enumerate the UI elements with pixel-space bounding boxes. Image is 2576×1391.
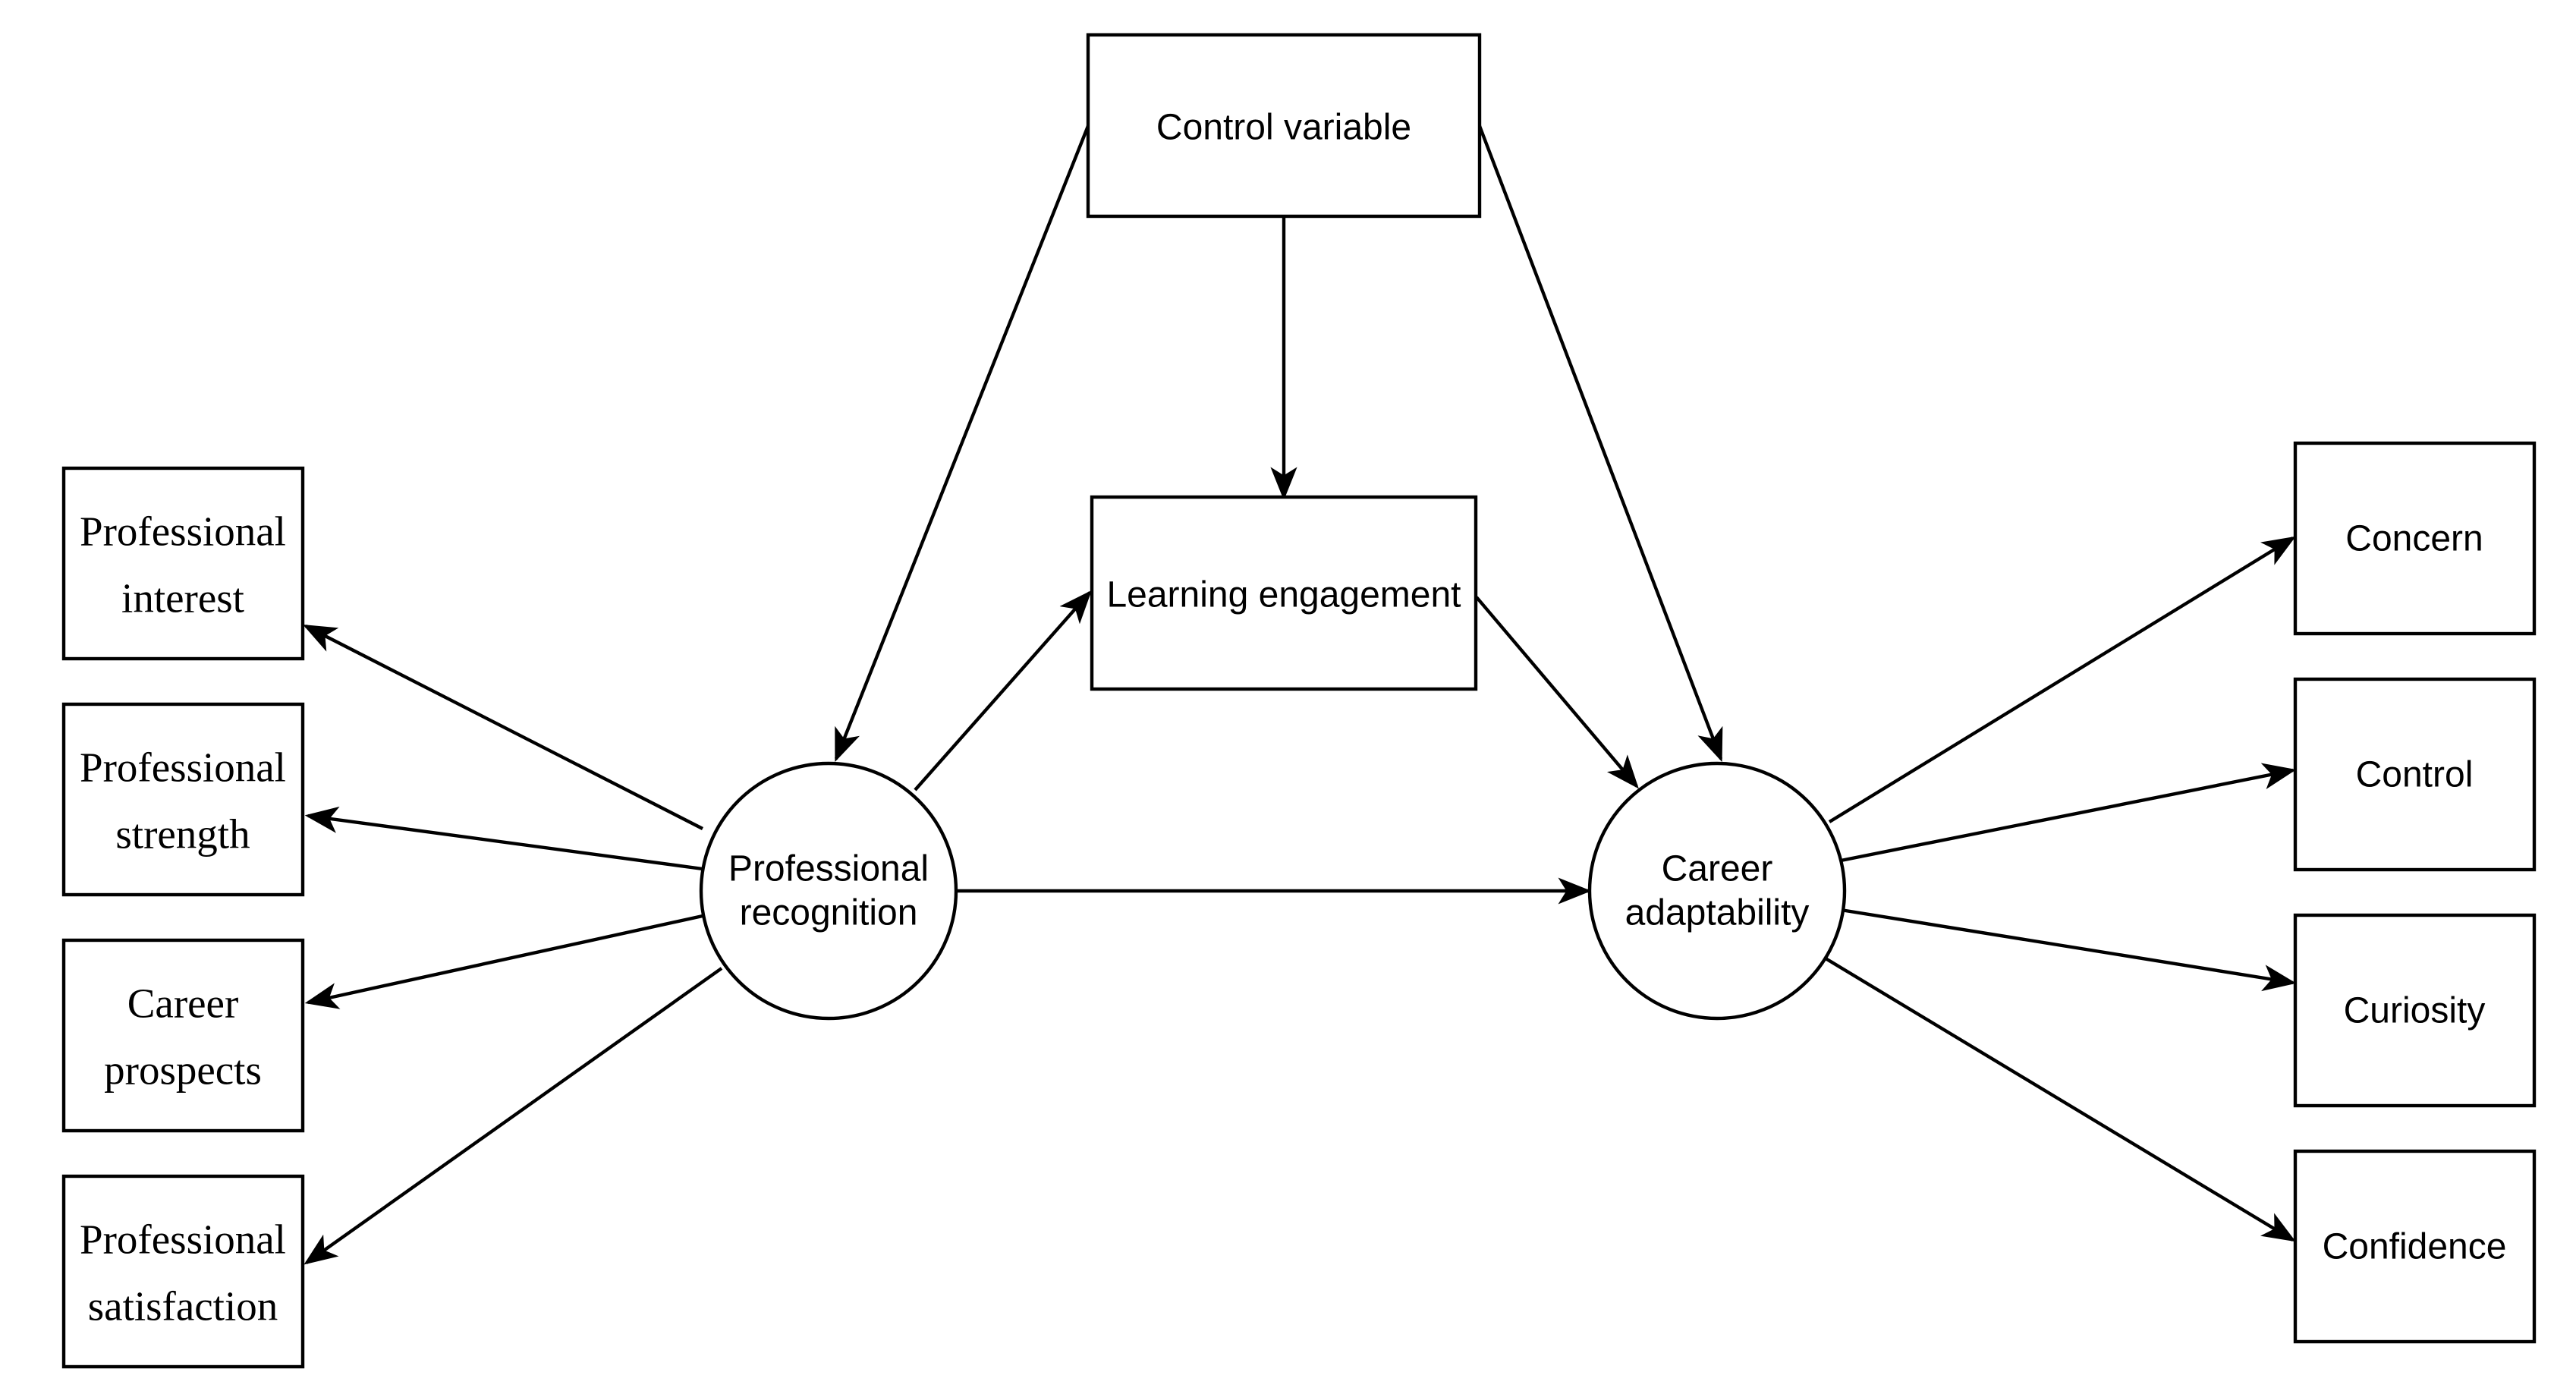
career-prospects-label-line1: Career	[127, 980, 239, 1027]
edge-career-adaptability-to-curiosity	[1840, 908, 2297, 992]
control-variable-label: Control variable	[1156, 108, 1411, 148]
edge-professional-recognition-to-career-prospects	[304, 914, 703, 1009]
edges	[303, 125, 2297, 1265]
node-career-prospects: Career prospects	[61, 938, 305, 1133]
career-adaptability-label-line2: adaptability	[1625, 893, 1810, 933]
edge-learning-engagement-to-career-adaptability	[1475, 596, 1639, 789]
curiosity-label: Curiosity	[2344, 991, 2486, 1031]
edge-control-variable-to-professional-recognition	[834, 125, 1090, 763]
node-professional-strength: Professional strength	[61, 702, 305, 897]
node-concern: Concern	[2293, 441, 2537, 636]
edge-professional-recognition-to-professional-strength	[304, 806, 703, 871]
node-professional-recognition: Professional recognition	[699, 761, 958, 1021]
professional-recognition-label-line2: recognition	[740, 893, 918, 933]
edge-control-variable-to-career-adaptability	[1477, 125, 1723, 763]
professional-satisfaction-label-line1: Professional	[80, 1216, 286, 1263]
edge-career-adaptability-to-control	[1840, 763, 2297, 863]
professional-strength-label-line2: strength	[115, 811, 250, 858]
edge-professional-recognition-to-professional-interest	[303, 624, 704, 830]
professional-recognition-label-line1: Professional	[728, 849, 929, 889]
edge-career-adaptability-to-concern	[1828, 536, 2296, 823]
edge-career-adaptability-to-confidence	[1824, 957, 2296, 1242]
node-professional-interest: Professional interest	[61, 466, 305, 661]
professional-interest-label-line1: Professional	[80, 508, 286, 555]
node-professional-satisfaction: Professional satisfaction	[61, 1174, 305, 1369]
node-confidence: Confidence	[2293, 1149, 2537, 1344]
professional-interest-label-line2: interest	[121, 575, 244, 622]
node-control: Control	[2293, 677, 2537, 872]
node-career-adaptability: Career adaptability	[1587, 761, 1847, 1021]
career-adaptability-label-line1: Career	[1662, 849, 1773, 889]
node-curiosity: Curiosity	[2293, 913, 2537, 1108]
node-control-variable: Control variable	[1086, 33, 1482, 219]
learning-engagement-label: Learning engagement	[1106, 575, 1461, 615]
edge-professional-recognition-to-professional-satisfaction	[304, 967, 723, 1265]
career-prospects-label-line2: prospects	[104, 1047, 262, 1094]
professional-satisfaction-label-line2: satisfaction	[88, 1283, 278, 1330]
edge-professional-recognition-to-learning-engagement	[914, 590, 1092, 791]
concern-label: Concern	[2345, 519, 2483, 559]
node-learning-engagement: Learning engagement	[1090, 495, 1478, 691]
confidence-label: Confidence	[2323, 1227, 2507, 1267]
professional-strength-label-line1: Professional	[80, 744, 286, 791]
control-label: Control	[2356, 755, 2474, 795]
